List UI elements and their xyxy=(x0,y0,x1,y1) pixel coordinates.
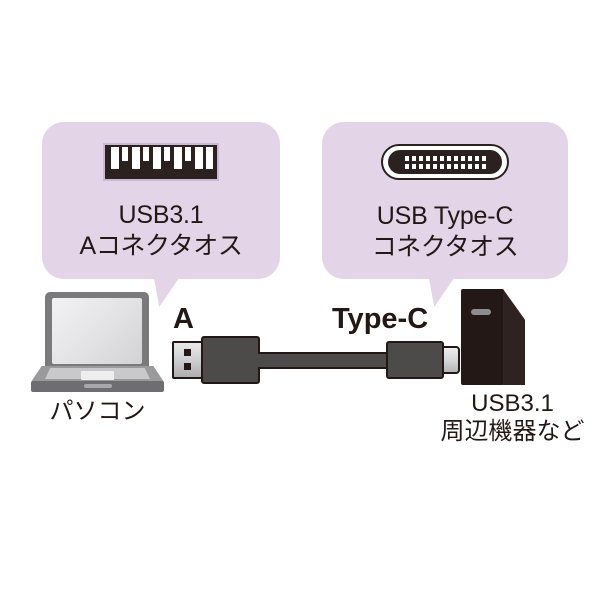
laptop-trackpad xyxy=(81,371,114,380)
usb-a-plug-label: A xyxy=(173,303,194,335)
usb-a-callout-bubble: USB3.1 Aコネクタオス xyxy=(42,122,280,279)
usb-c-bubble-line2: コネクタオス xyxy=(371,233,519,261)
laptop-icon xyxy=(31,292,164,392)
usb-c-plug-label: Type-C xyxy=(332,303,429,335)
laptop-base-notch xyxy=(84,384,112,388)
usb-c-bubble-line1: USB Type-C xyxy=(376,202,514,230)
usb-c-callout-bubble: USB Type-C コネクタオス xyxy=(322,122,568,279)
peripheral-label-line2: 周辺機器など xyxy=(440,418,585,445)
laptop-screen xyxy=(52,298,142,364)
tower-device-slot xyxy=(471,309,491,315)
tower-device-side-panel xyxy=(503,289,525,385)
cable-cord xyxy=(258,352,390,369)
peripheral-label-line1: USB3.1 xyxy=(471,390,554,417)
usb-a-bubble-line1: USB3.1 xyxy=(118,201,204,229)
usb-type-c-port-icon xyxy=(381,144,509,180)
usb-a-bubble-line2: Aコネクタオス xyxy=(79,232,243,260)
usb-a-port-icon xyxy=(103,143,219,181)
laptop-label: パソコン xyxy=(49,398,146,425)
